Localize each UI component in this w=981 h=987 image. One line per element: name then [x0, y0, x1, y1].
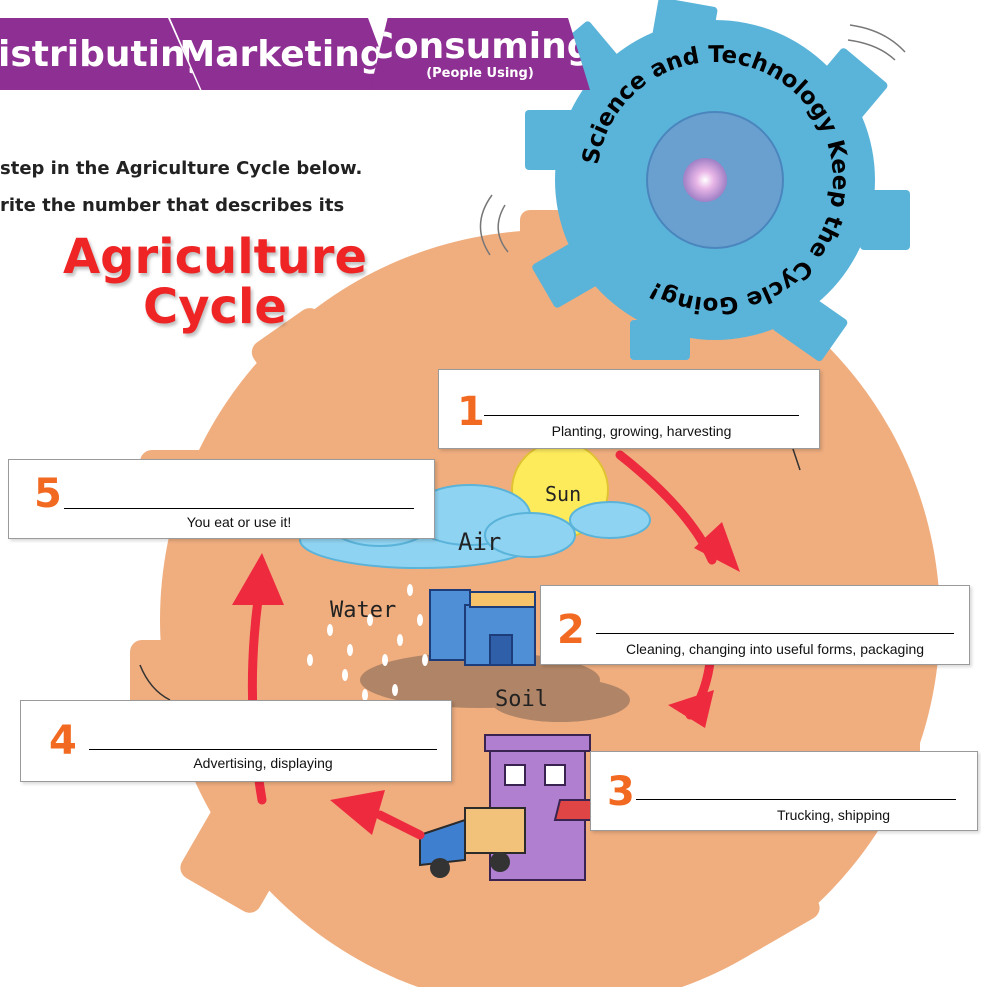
page-title: Agriculture Cycle — [40, 232, 390, 332]
tab-consuming-sublabel: (People Using) — [426, 65, 534, 81]
air-label: Air — [458, 528, 502, 556]
step-2-caption: Cleaning, changing into useful forms, pa… — [625, 641, 925, 657]
tab-consuming: Consuming (People Using) — [370, 18, 590, 90]
step-5-box: 5 You eat or use it! — [8, 459, 435, 539]
tab-distributing: istributing — [0, 18, 200, 90]
soil-label: Soil — [495, 687, 548, 712]
step-1-number: 1 — [457, 389, 485, 435]
step-1-box: 1 Planting, growing, harvesting — [438, 369, 820, 449]
tab-marketing: Marketing — [170, 18, 395, 90]
sun-label: Sun — [545, 482, 582, 506]
tab-marketing-label: Marketing — [179, 33, 386, 75]
step-3-number: 3 — [607, 769, 635, 815]
step-1-caption: Planting, growing, harvesting — [551, 423, 732, 439]
instructions-line-2: rite the number that describes its — [0, 195, 345, 216]
step-5-caption: You eat or use it! — [186, 514, 292, 530]
step-2-answer-line[interactable] — [596, 633, 954, 634]
tab-consuming-label: Consuming — [367, 25, 593, 67]
step-4-number: 4 — [49, 718, 77, 764]
instructions: step in the Agriculture Cycle below. rit… — [0, 150, 362, 224]
instructions-line-1: step in the Agriculture Cycle below. — [0, 158, 363, 179]
soil-icon — [360, 652, 630, 722]
step-3-caption: Trucking, shipping — [776, 807, 891, 823]
truck-icon — [419, 807, 526, 878]
step-1-answer-line[interactable] — [484, 415, 799, 416]
water-label: Water — [330, 598, 397, 623]
step-4-answer-line[interactable] — [89, 749, 437, 750]
step-5-answer-line[interactable] — [64, 508, 414, 509]
factory-icon — [429, 589, 536, 666]
step-2-box: 2 Cleaning, changing into useful forms, … — [540, 585, 970, 665]
step-3-answer-line[interactable] — [636, 799, 956, 800]
blue-gear-icon — [525, 0, 910, 362]
arrowheads-icon — [232, 522, 740, 835]
step-5-number: 5 — [34, 471, 62, 517]
tab-distributing-label: istributing — [0, 33, 212, 75]
title-line-1: Agriculture — [62, 229, 368, 285]
water-drops-icon — [307, 584, 428, 701]
step-2-number: 2 — [557, 607, 585, 653]
step-4-box: 4 Advertising, displaying — [20, 700, 452, 782]
step-3-box: 3 Trucking, shipping — [590, 751, 978, 831]
title-line-2: Cycle — [143, 279, 287, 335]
step-4-caption: Advertising, displaying — [193, 755, 333, 771]
